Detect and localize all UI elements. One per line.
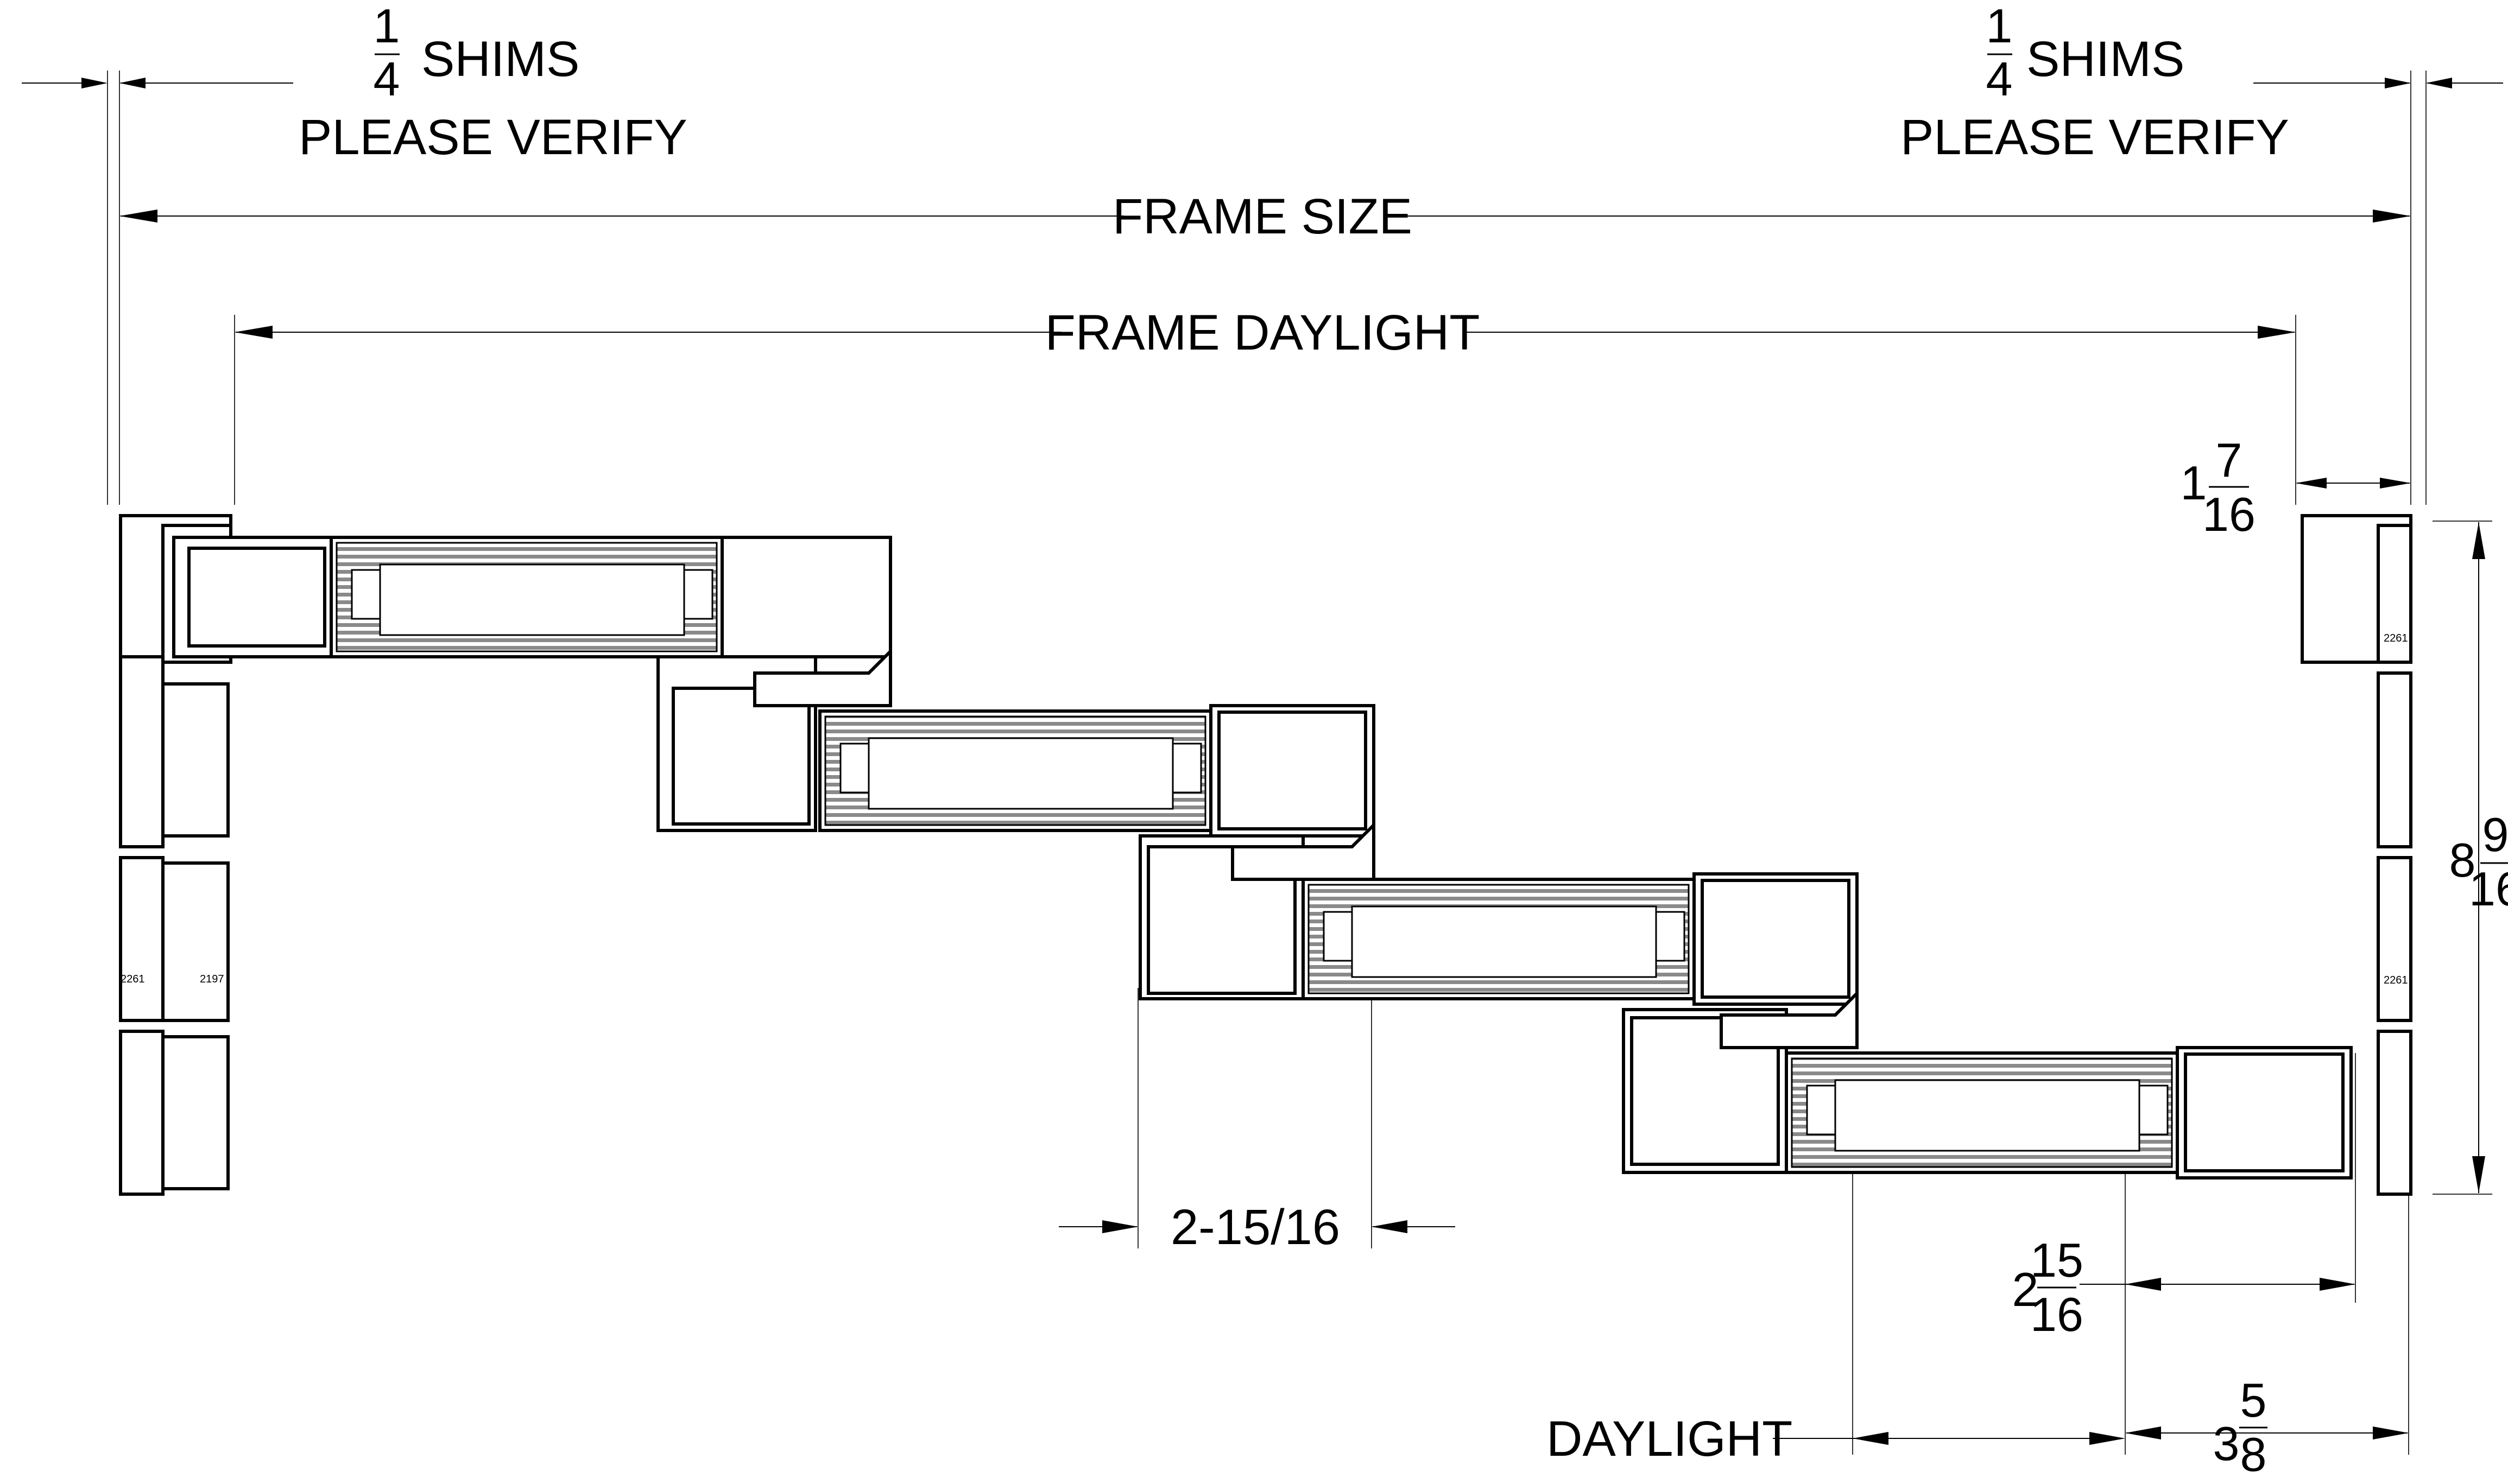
- svg-text:8: 8: [2449, 833, 2476, 887]
- frame-daylight-label: FRAME DAYLIGHT: [1045, 305, 1480, 360]
- daylight-dimension: [1773, 1432, 2125, 1445]
- daylight-label: DAYLIGHT: [1546, 1411, 1792, 1467]
- bottom-far-dim-label: 3 5 8: [2213, 1373, 2267, 1481]
- svg-text:16: 16: [2202, 487, 2256, 541]
- svg-text:16: 16: [2030, 1288, 2083, 1341]
- svg-text:8: 8: [2240, 1428, 2267, 1481]
- part-number-left-b: 2197: [200, 973, 224, 985]
- shims-left-dimension: [22, 78, 293, 88]
- svg-text:7: 7: [2216, 433, 2242, 487]
- bottom-right-dimension: [2080, 1278, 2355, 1291]
- shims-left-label: 1 4 SHIMS PLEASE VERIFY: [299, 0, 687, 165]
- shims-left-denominator: 4: [374, 52, 400, 106]
- right-jamb: 2261 2261: [2301, 514, 2412, 1196]
- svg-text:16: 16: [2469, 862, 2508, 916]
- shims-right-word: SHIMS: [2026, 31, 2184, 87]
- svg-text:1: 1: [2181, 456, 2207, 510]
- top-right-dim-label: 1 7 16: [2181, 433, 2256, 541]
- mid-dim-label: 2-15/16: [1171, 1200, 1340, 1255]
- svg-text:2: 2: [2012, 1263, 2039, 1316]
- svg-text:5: 5: [2240, 1373, 2267, 1427]
- frame-size-label: FRAME SIZE: [1113, 189, 1412, 244]
- right-height-dim-label: 8 9 16: [2449, 808, 2508, 916]
- shims-right-dimension: [2253, 78, 2503, 88]
- mid-dimension: [1059, 1220, 1455, 1233]
- bottom-right-dim-label: 2 15 16: [2012, 1233, 2083, 1341]
- top-right-dimension: [2296, 478, 2411, 489]
- shims-left-note: PLEASE VERIFY: [299, 110, 687, 165]
- glass-unit-2: [824, 715, 1206, 826]
- frame-daylight-dimension: [235, 326, 2296, 339]
- frame-size-dimension: [119, 210, 2411, 223]
- shims-left-numerator: 1: [374, 0, 400, 53]
- right-height-dimension: [2472, 522, 2485, 1193]
- glass-unit-4: [1791, 1057, 2173, 1168]
- shims-right-denominator: 4: [1986, 52, 2013, 106]
- svg-text:3: 3: [2213, 1417, 2240, 1470]
- part-number-right-b: 2261: [2384, 974, 2408, 986]
- svg-text:15: 15: [2030, 1233, 2083, 1287]
- glass-unit-3: [1307, 884, 1690, 994]
- shims-right-numerator: 1: [1986, 0, 2013, 53]
- part-number-right-a: 2261: [2384, 632, 2408, 644]
- glass-unit-1: [336, 542, 718, 652]
- shims-right-label: 1 4 SHIMS PLEASE VERIFY: [1900, 0, 2289, 165]
- bottom-far-dimension: [2125, 1426, 2409, 1439]
- shims-right-note: PLEASE VERIFY: [1900, 110, 2289, 165]
- part-number-left-a: 2261: [121, 973, 145, 985]
- shims-left-word: SHIMS: [421, 31, 579, 87]
- svg-text:9: 9: [2482, 808, 2508, 861]
